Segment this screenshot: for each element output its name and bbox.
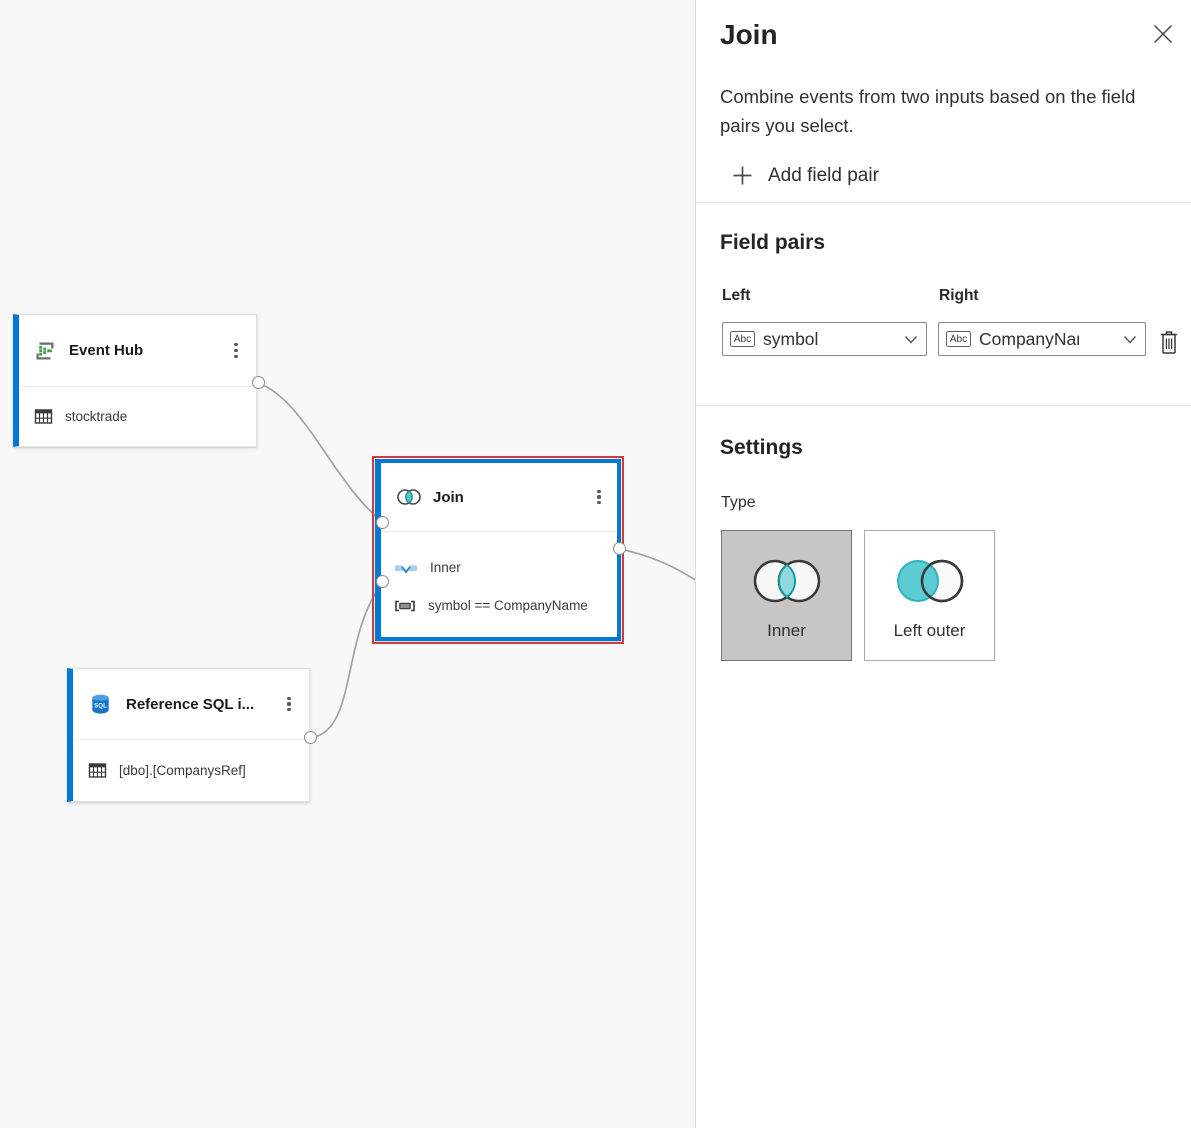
divider bbox=[696, 405, 1191, 406]
divider bbox=[696, 202, 1191, 203]
join-venn-icon bbox=[397, 489, 421, 505]
chevron-down-icon bbox=[1123, 335, 1137, 344]
left-field-value: symbol bbox=[763, 328, 819, 349]
field-pairs-heading: Field pairs bbox=[720, 231, 826, 254]
add-field-pair-label: Add field pair bbox=[768, 164, 879, 186]
right-field-dropdown[interactable]: Abc CompanyName bbox=[938, 322, 1146, 356]
panel-title: Join bbox=[720, 19, 778, 50]
node-title: Join bbox=[433, 488, 464, 506]
plus-icon bbox=[733, 166, 752, 185]
join-type-option-label: Left outer bbox=[893, 621, 966, 640]
close-icon bbox=[1154, 25, 1172, 43]
kebab-menu-icon[interactable] bbox=[228, 339, 244, 363]
node-table-label: stocktrade bbox=[65, 408, 128, 424]
left-field-dropdown[interactable]: Abc symbol bbox=[722, 322, 927, 356]
left-outer-join-venn-icon bbox=[896, 559, 963, 603]
add-field-pair-button[interactable]: Add field pair bbox=[731, 164, 879, 187]
edge-eventhub-to-join bbox=[257, 382, 384, 524]
node-ref-sql-header: SQL Reference SQL i... bbox=[73, 669, 309, 739]
connector-edges bbox=[257, 382, 695, 739]
join-condition-label: symbol == CompanyName bbox=[428, 598, 588, 613]
close-button[interactable] bbox=[1151, 23, 1175, 47]
join-condition-row: symbol == CompanyName bbox=[394, 595, 605, 616]
trash-icon bbox=[1161, 331, 1177, 354]
port-join-input-bottom[interactable] bbox=[376, 575, 389, 588]
node-title: Event Hub bbox=[69, 342, 144, 359]
join-type-option-left-outer[interactable]: Left outer bbox=[864, 530, 995, 661]
svg-text:SQL: SQL bbox=[94, 702, 107, 709]
sql-database-icon: SQL bbox=[92, 694, 109, 714]
field-mapping-icon bbox=[395, 600, 415, 611]
delete-field-pair-button[interactable] bbox=[1157, 329, 1181, 357]
node-event-hub-header: Event Hub bbox=[19, 315, 256, 386]
port-join-output[interactable] bbox=[613, 542, 626, 555]
join-type-option-label: Inner bbox=[767, 621, 806, 640]
left-column-label: Left bbox=[722, 287, 751, 304]
port-eventhub-output[interactable] bbox=[252, 376, 265, 389]
panel-description: Combine events from two inputs based on … bbox=[720, 86, 1136, 136]
abc-type-icon: Abc bbox=[730, 331, 755, 347]
chevron-down-icon bbox=[904, 335, 918, 344]
node-join[interactable]: Join Inner symbol == CompanyName bbox=[372, 456, 624, 644]
join-type-selector: Inner Left outer bbox=[721, 530, 995, 661]
node-divider bbox=[19, 386, 256, 387]
join-config-panel: Join Combine events from two inputs base… bbox=[695, 0, 1191, 1128]
node-divider bbox=[381, 531, 617, 532]
diagram-canvas[interactable]: Event Hub stocktrade Join bbox=[0, 0, 695, 1128]
kebab-menu-icon[interactable] bbox=[591, 485, 607, 509]
node-divider bbox=[73, 739, 309, 740]
kebab-menu-icon[interactable] bbox=[281, 692, 297, 716]
join-type-label: Inner bbox=[430, 560, 461, 575]
right-column-label: Right bbox=[939, 287, 979, 304]
join-type-option-inner[interactable]: Inner bbox=[721, 530, 852, 661]
node-event-hub[interactable]: Event Hub stocktrade bbox=[13, 314, 257, 447]
inner-join-icon bbox=[395, 565, 417, 574]
node-reference-sql[interactable]: SQL Reference SQL i... [dbo].[CompanysRe… bbox=[67, 668, 310, 802]
type-label: Type bbox=[721, 494, 756, 511]
node-table-row: [dbo].[CompanysRef] bbox=[73, 740, 309, 800]
node-title: Reference SQL i... bbox=[126, 695, 255, 713]
inner-join-venn-icon bbox=[753, 559, 820, 603]
table-icon bbox=[34, 408, 53, 424]
node-join-header: Join bbox=[381, 463, 617, 531]
node-table-row: stocktrade bbox=[19, 387, 256, 445]
right-field-value: CompanyName bbox=[979, 328, 1079, 349]
event-hub-icon bbox=[36, 342, 54, 359]
port-join-input-top[interactable] bbox=[376, 516, 389, 529]
node-table-label: [dbo].[CompanysRef] bbox=[119, 762, 246, 778]
edge-join-output bbox=[619, 548, 695, 581]
port-refsql-output[interactable] bbox=[304, 731, 317, 744]
settings-heading: Settings bbox=[720, 436, 803, 459]
join-type-row: Inner bbox=[394, 557, 605, 578]
table-icon bbox=[88, 762, 107, 778]
edge-refsql-to-join bbox=[310, 581, 384, 739]
abc-type-icon: Abc bbox=[946, 331, 971, 347]
